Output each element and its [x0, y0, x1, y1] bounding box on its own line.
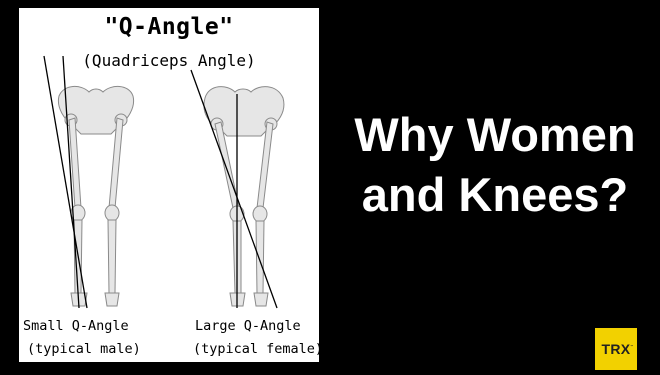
left-tibia-b	[108, 220, 116, 293]
diagram-subtitle: (Quadriceps Angle)	[19, 51, 319, 70]
headline-line-1: Why Women	[330, 105, 660, 165]
right-foot-b	[254, 293, 268, 306]
headline-line-2: and Knees?	[330, 165, 660, 225]
logo-text: TRX	[602, 341, 631, 357]
trademark-mark: ™	[630, 344, 634, 349]
left-knee-b	[105, 205, 119, 221]
q-angle-diagram: "Q-Angle" (Quadriceps Angle) Small Q-Ang…	[19, 8, 319, 362]
left-foot-b	[105, 293, 119, 306]
diagram-title: "Q-Angle"	[19, 14, 319, 40]
small-q-angle-label: Small Q-Angle	[23, 318, 129, 334]
typical-male-label: (typical male)	[27, 341, 141, 357]
right-tibia-b	[256, 221, 264, 293]
slide-headline: Why Women and Knees?	[330, 105, 660, 225]
large-q-angle-label: Large Q-Angle	[195, 318, 301, 334]
trx-logo: TRX ™	[595, 328, 637, 370]
typical-female-label: (typical female)	[193, 341, 319, 357]
right-knee-b	[253, 206, 267, 222]
